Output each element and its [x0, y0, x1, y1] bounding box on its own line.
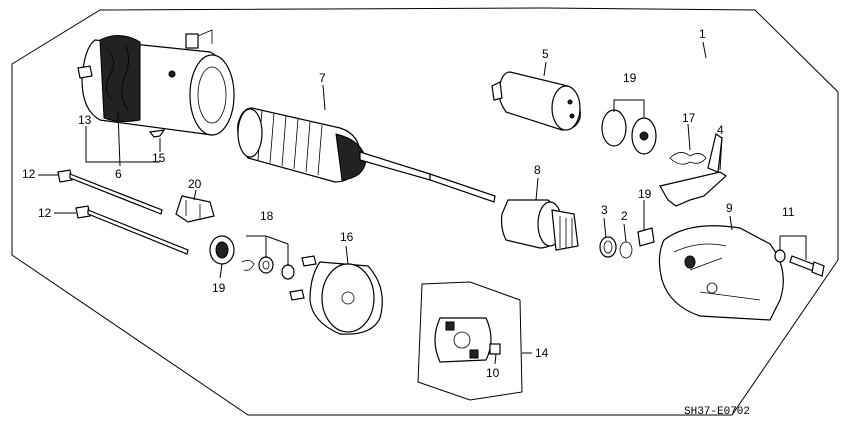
callout-9: 9 [726, 201, 733, 215]
screw-part[interactable] [148, 129, 166, 138]
snap-ring-part[interactable] [619, 241, 633, 259]
callout-1: 1 [699, 27, 706, 41]
callout-6: 6 [115, 167, 122, 181]
brush-part[interactable] [489, 343, 501, 355]
assembly-boundary [11, 7, 839, 416]
callout-15: 15 [152, 151, 166, 165]
spring-part[interactable] [669, 152, 707, 165]
solenoid-part[interactable] [491, 71, 581, 131]
callout-5: 5 [542, 47, 549, 61]
callout-10: 10 [486, 366, 500, 380]
callout-19-mid: 19 [638, 187, 652, 201]
callout-2: 2 [621, 209, 628, 223]
leader-lines [38, 41, 807, 365]
callout-13: 13 [78, 113, 92, 127]
callout-17: 17 [682, 111, 696, 125]
callout-7: 7 [319, 71, 326, 85]
callout-12-lower: 12 [38, 206, 52, 220]
bushing-part[interactable] [637, 227, 655, 247]
brush-bracket-part[interactable] [175, 195, 215, 223]
armature-part[interactable] [237, 107, 496, 203]
brush-spring-part[interactable] [77, 65, 93, 79]
through-bolt-upper-part[interactable] [57, 169, 163, 215]
callout-19-top: 19 [623, 71, 637, 85]
rear-cover-part[interactable] [289, 255, 383, 335]
callout-4: 4 [717, 123, 724, 137]
gasket-upper-part[interactable] [601, 109, 657, 155]
callout-18: 18 [260, 209, 274, 223]
stop-collar-part[interactable] [599, 236, 617, 258]
callout-19-low: 19 [212, 281, 226, 295]
brush-holder-part[interactable] [434, 317, 492, 363]
callout-12-upper: 12 [22, 167, 36, 181]
brush-holder-inset [417, 281, 523, 401]
field-housing-part[interactable] [81, 29, 235, 136]
callout-20: 20 [188, 177, 202, 191]
shift-lever-part[interactable] [659, 133, 727, 207]
callout-8: 8 [534, 163, 541, 177]
through-bolt-lower-part[interactable] [75, 205, 189, 255]
washer-set-part[interactable] [241, 256, 295, 280]
callout-3: 3 [601, 203, 608, 217]
gear-housing-part[interactable] [658, 225, 784, 321]
callout-labels: 1 2 3 4 5 6 7 8 9 10 11 12 12 13 14 15 1… [22, 27, 795, 380]
callout-14: 14 [535, 346, 549, 360]
callout-16: 16 [340, 230, 354, 244]
callout-11: 11 [782, 205, 795, 219]
overrunning-clutch-part[interactable] [500, 199, 579, 251]
diagram-code: SH37-E0702 [684, 406, 750, 418]
seal-part[interactable] [209, 235, 235, 265]
